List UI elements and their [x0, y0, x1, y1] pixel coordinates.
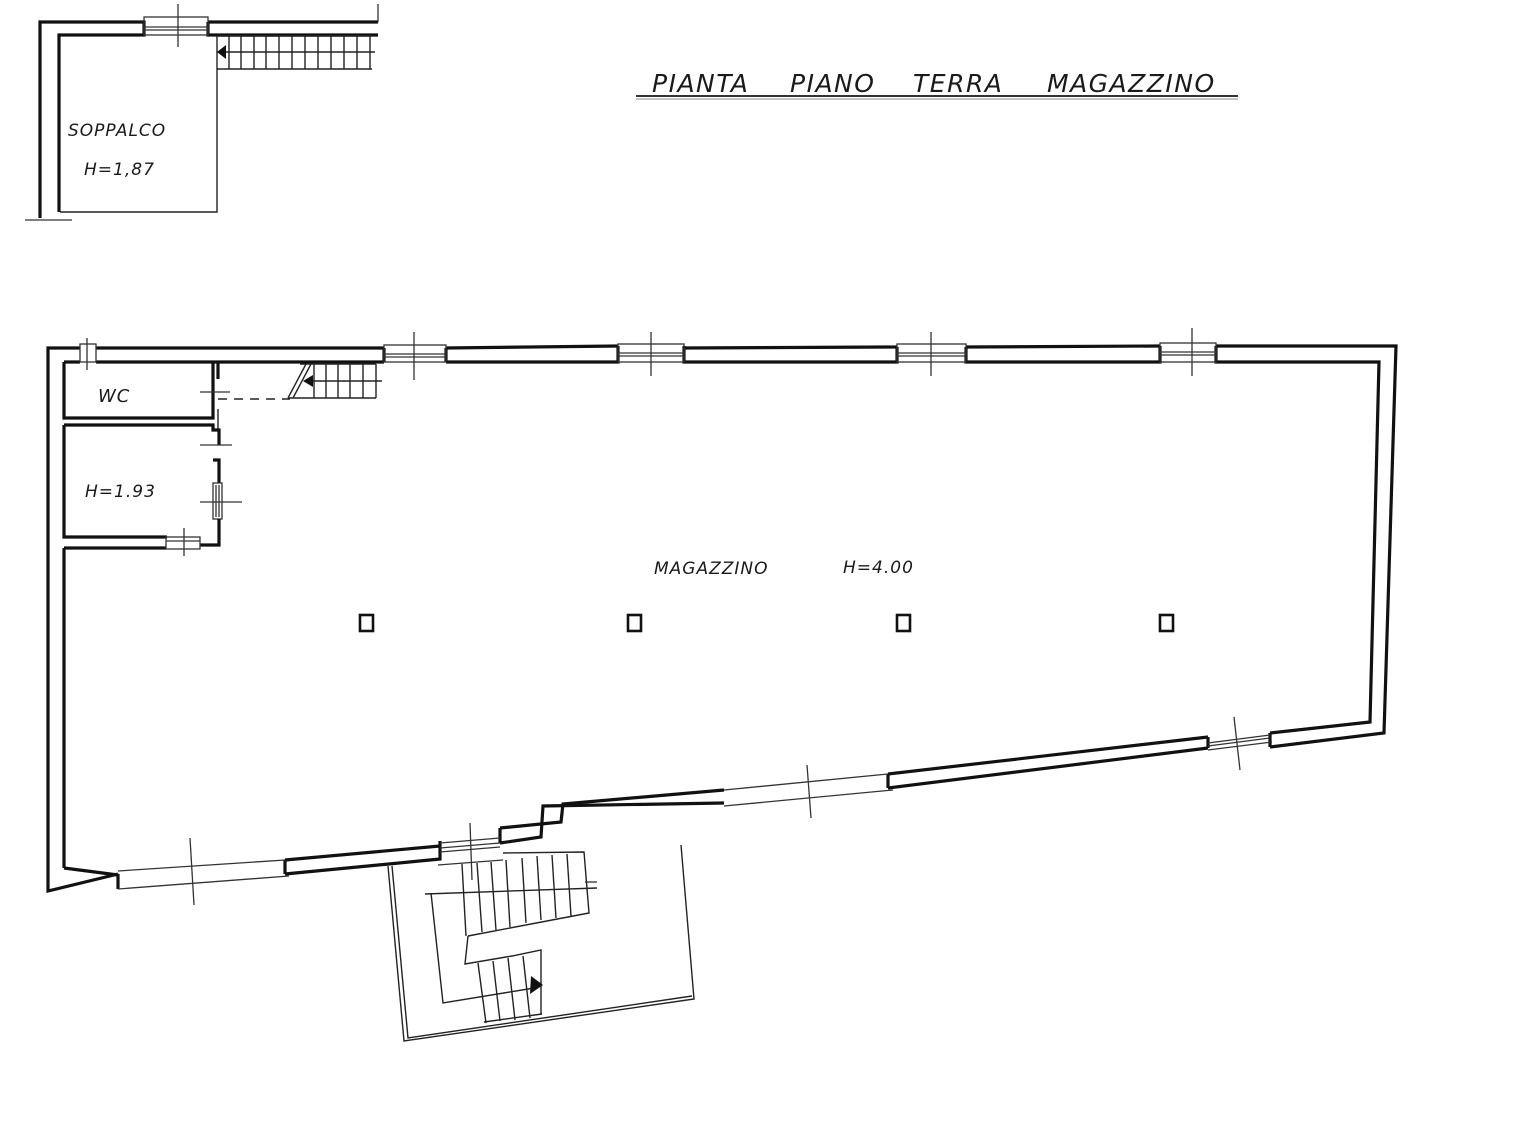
wc-room-label: WC	[98, 386, 130, 407]
magazzino-room-label: MAGAZZINO	[654, 559, 769, 579]
soppalco-outer-wall	[38, 20, 146, 218]
interior-stair	[287, 363, 382, 399]
stair-outer-boundary	[387, 844, 695, 1042]
soppalco-stair	[217, 35, 375, 70]
main-outer-wall	[46, 344, 1398, 894]
magazzino-height-label: H=4.00	[843, 558, 914, 578]
pillars	[358, 613, 1175, 633]
window-top-1	[79, 338, 97, 370]
interior-stair-arrow-icon	[303, 375, 313, 387]
window-bottom-middle	[723, 764, 894, 819]
title-word-pianta: PIANTA	[652, 69, 749, 98]
title-word-magazzino: MAGAZZINO	[1047, 69, 1216, 98]
pillar-4	[1158, 613, 1175, 633]
window-top-5	[1159, 328, 1217, 376]
window-top-2	[383, 332, 447, 380]
window-bottom-left	[117, 837, 290, 906]
storage-room: H=1.93	[62, 423, 242, 556]
external-stair-arrow-icon	[530, 976, 543, 994]
wc-room: WC	[62, 362, 290, 430]
storage-room-door	[165, 536, 201, 550]
soppalco-inner-wall	[60, 36, 218, 213]
stair-direction-arrow-icon	[217, 45, 226, 59]
window-bottom-right	[1207, 716, 1273, 771]
window-top-4	[896, 332, 967, 376]
soppalco-plan: SOPPALCO H=1,87	[25, 4, 379, 221]
pillar-2	[626, 613, 643, 633]
plan-title: PIANTA PIANO TERRA MAGAZZINO	[636, 69, 1238, 100]
window-top-3	[617, 332, 685, 376]
storage-room-height-label: H=1.93	[85, 482, 156, 502]
soppalco-height-label: H=1,87	[84, 160, 155, 180]
soppalco-top-wall-inner	[206, 22, 378, 37]
pillar-1	[358, 613, 375, 633]
main-inner-wall	[62, 346, 1381, 889]
external-stair	[387, 844, 695, 1042]
soppalco-room-label: SOPPALCO	[68, 121, 166, 141]
storage-room-window	[212, 482, 223, 520]
pillar-3	[895, 613, 912, 633]
main-floor-plan: WC H=1.93	[46, 328, 1398, 1042]
entrance-door	[437, 822, 504, 881]
soppalco-window	[143, 16, 209, 36]
title-word-terra: TERRA	[913, 69, 1003, 98]
title-word-piano: PIANO	[790, 69, 875, 98]
